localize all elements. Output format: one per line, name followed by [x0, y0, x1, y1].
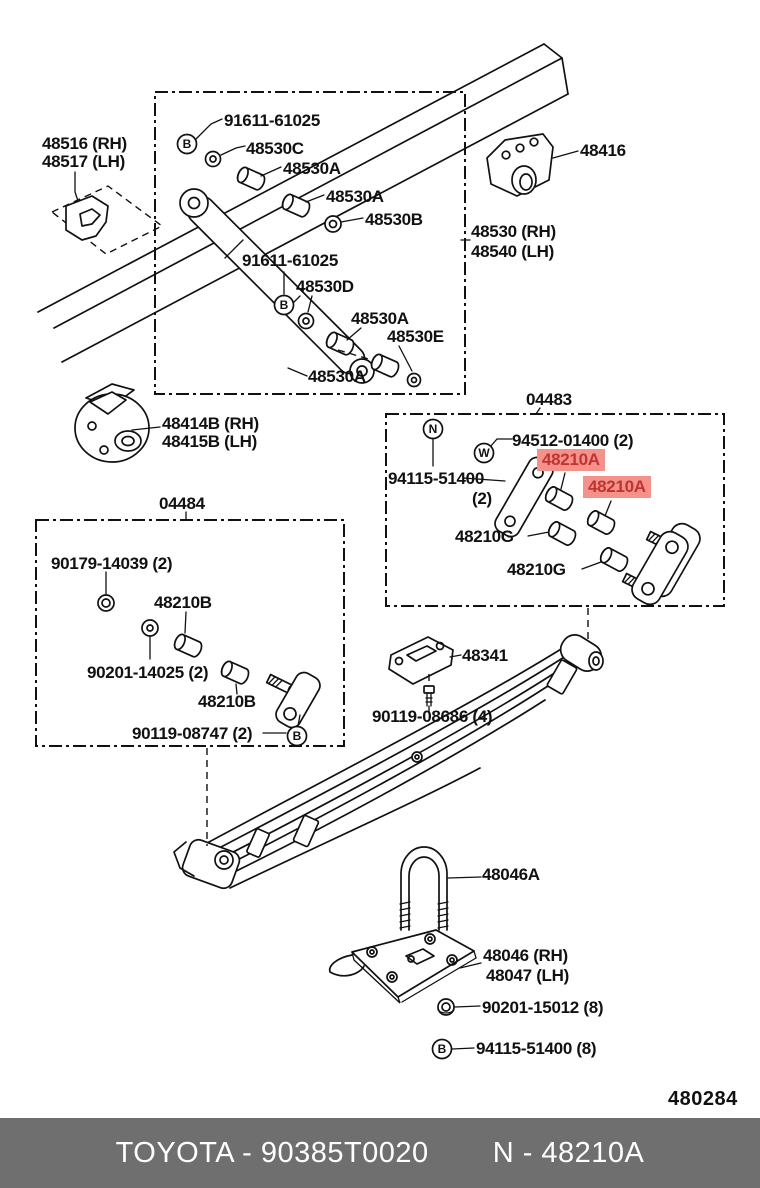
part-label-48414b-rh: 48414B (RH) — [162, 414, 259, 433]
marker-letter: B — [293, 729, 302, 743]
part-label-48530a-1: 48530A — [283, 159, 341, 178]
part-label-94512-01400: 94512-01400 (2) — [512, 431, 634, 450]
footer-brand-code: TOYOTA - 90385T0020 — [115, 1136, 429, 1169]
frame-rail-drawing — [37, 43, 569, 363]
part-label-48530a-2: 48530A — [326, 187, 384, 206]
part-label-48530e: 48530E — [387, 327, 444, 346]
footer-part-code: N - 48210A — [492, 1136, 645, 1169]
part-label-48530a-3: 48530A — [351, 309, 409, 328]
kit-label-04484: 04484 — [159, 494, 205, 513]
marker-letter: W — [478, 446, 490, 460]
u-bolt-drawing — [399, 846, 482, 931]
part-label-48415b-lh: 48415B (LH) — [162, 432, 257, 451]
spring-seat-plate-drawing — [328, 929, 482, 1004]
spring-seat-48341-drawing — [388, 636, 462, 713]
part-label-48047-lh: 48047 (LH) — [486, 966, 569, 985]
kit-box-04483 — [385, 413, 725, 607]
part-label-48530c: 48530C — [246, 139, 304, 158]
kit-label-04483: 04483 — [526, 390, 572, 409]
shock-absorber-drawing — [179, 188, 375, 384]
part-label-48210b-1: 48210B — [154, 593, 212, 612]
shock-kit-box — [154, 91, 466, 395]
footer-bar: TOYOTA - 90385T0020 N - 48210A — [0, 1118, 760, 1188]
kit-04483-parts — [432, 437, 701, 606]
part-label-48210a-highlight-1: 48210A — [537, 449, 605, 471]
part-label-90119-08747: 90119-08747 (2) — [132, 724, 253, 743]
part-label-48210g-1: 48210G — [455, 527, 514, 546]
marker-letter: B — [183, 137, 192, 151]
part-label-48530a-4: 48530A — [308, 367, 366, 386]
part-label-48530d: 48530D — [296, 277, 354, 296]
callout-markers: B B N W B B — [176, 133, 495, 1060]
part-label-48416: 48416 — [580, 141, 626, 160]
part-label-48530b: 48530B — [365, 210, 423, 229]
bracket-48416-drawing — [486, 133, 579, 197]
kit-04484-parts — [97, 571, 321, 734]
part-label-94115-51400: 94115-51400 — [388, 469, 484, 488]
marker-letter: N — [429, 422, 438, 436]
page-code: 480284 — [668, 1088, 738, 1110]
marker-letter: B — [280, 298, 289, 312]
part-label-90201-15012: 90201-15012 (8) — [482, 998, 604, 1017]
part-label-90201-14025: 90201-14025 (2) — [87, 663, 209, 682]
part-label-48046-rh: 48046 (RH) — [483, 946, 568, 965]
part-label-94115-51400-8: 94115-51400 (8) — [476, 1039, 597, 1058]
part-label-94115-qty: (2) — [472, 489, 492, 508]
part-label-48341: 48341 — [462, 646, 508, 665]
part-label-48540-lh: 48540 (LH) — [471, 242, 554, 261]
part-label-48530-rh: 48530 (RH) — [471, 222, 556, 241]
part-label-48516-rh: 48516 (RH) — [42, 134, 127, 153]
part-label-48517-lh: 48517 (LH) — [42, 152, 125, 171]
part-label-48210b-2: 48210B — [198, 692, 256, 711]
part-label-90119-08686: 90119-08686 (4) — [372, 707, 493, 726]
part-label-48046a: 48046A — [482, 865, 540, 884]
part-label-91611-61025-2: 91611-61025 — [242, 251, 338, 270]
part-label-91611-61025: 91611-61025 — [224, 111, 320, 130]
hub-48414-drawing — [74, 383, 161, 463]
nut-icon-90201 — [437, 998, 481, 1016]
leaf-spring-drawing — [173, 608, 604, 890]
part-label-90179-14039: 90179-14039 (2) — [51, 554, 173, 573]
shock-kit-parts — [204, 150, 422, 388]
marker-letter: B — [438, 1042, 447, 1056]
bumper-bracket-drawing — [50, 171, 259, 255]
part-label-48210a-highlight-2: 48210A — [583, 476, 651, 498]
kit-box-04484 — [35, 519, 345, 747]
part-label-48210g-2: 48210G — [507, 560, 566, 579]
